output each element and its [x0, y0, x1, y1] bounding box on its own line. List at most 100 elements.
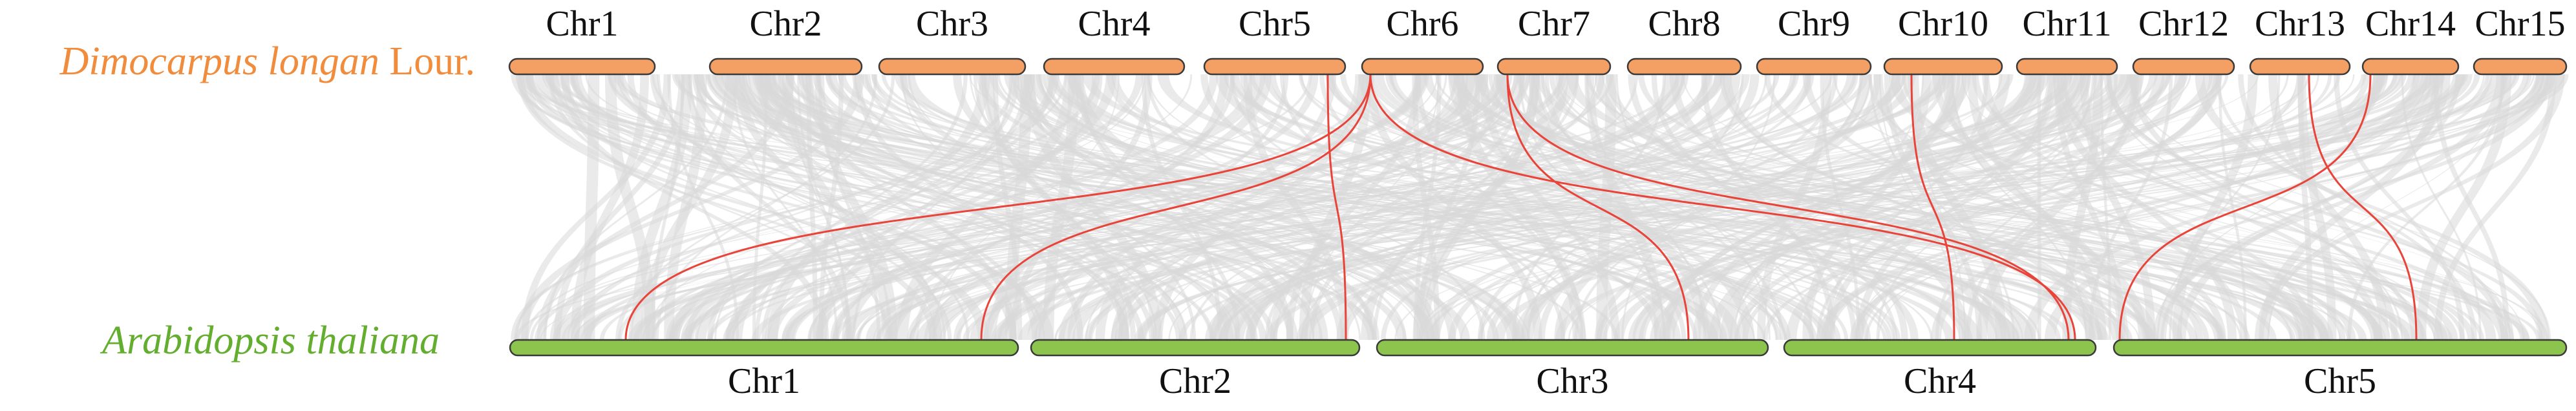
background-link: [2238, 74, 2477, 340]
background-link: [571, 74, 1407, 340]
background-link: [1085, 74, 1515, 340]
background-link: [852, 74, 1012, 340]
background-link: [1661, 74, 1961, 340]
background-link: [871, 74, 2305, 340]
background-link: [1106, 74, 1791, 340]
background-link: [986, 74, 1229, 340]
background-link: [807, 74, 1613, 340]
top-chr5-bar: [1203, 58, 1347, 76]
background-link: [569, 74, 1215, 340]
top-chr15-bar: [2473, 58, 2568, 76]
background-link: [518, 74, 2530, 340]
highlight-link-top-chr13-to-bottom-chr5: [2308, 74, 2418, 341]
background-link: [2416, 74, 2512, 340]
background-link: [808, 74, 1526, 340]
background-link: [884, 74, 2229, 340]
top-chr8-bar: [1626, 58, 1742, 76]
background-link: [754, 74, 1817, 340]
top-chr9-label: Chr9: [1778, 4, 1850, 44]
top-chr11-label: Chr11: [2023, 4, 2112, 44]
background-link: [1279, 74, 1565, 340]
background-link: [646, 74, 1146, 340]
top-chr10-bar: [1883, 58, 2003, 76]
background-link: [1878, 74, 2428, 340]
background-link: [904, 74, 1981, 340]
background-link: [514, 74, 1067, 340]
background-link: [765, 74, 1323, 340]
background-link: [2268, 74, 2389, 340]
background-link: [529, 74, 1506, 340]
background-link: [1628, 74, 2420, 340]
background-link: [573, 74, 2564, 340]
background-link: [681, 74, 1505, 340]
background-link: [655, 74, 877, 340]
background-link: [2259, 74, 2443, 340]
background-link: [1069, 74, 1435, 340]
background-link: [1215, 74, 2034, 340]
top-chr14-bar: [2361, 58, 2460, 76]
background-link: [1111, 74, 1685, 340]
background-link: [907, 74, 1750, 340]
background-link: [1594, 74, 2102, 340]
species-top-label: Dimocarpus longan Lour.: [59, 39, 475, 83]
background-link: [1067, 74, 1337, 340]
top-chr12-bar: [2132, 58, 2235, 76]
background-link: [1930, 74, 2383, 340]
background-link: [928, 74, 1447, 340]
background-link: [973, 74, 1197, 340]
background-link: [970, 74, 1858, 340]
background-link: [1632, 74, 2165, 340]
background-link: [797, 74, 849, 340]
background-link: [1390, 74, 2341, 340]
background-link: [1365, 74, 2011, 340]
background-link: [2267, 74, 2505, 340]
background-link: [864, 74, 1521, 340]
highlight-link-top-chr7-to-bottom-chr4: [1506, 74, 2070, 341]
background-link: [876, 74, 2517, 340]
background-link: [1044, 74, 1698, 340]
background-link: [1734, 74, 2222, 340]
background-link: [693, 74, 1841, 340]
background-link: [1757, 74, 1832, 340]
background-link: [2129, 74, 2398, 340]
background-link: [1735, 74, 2464, 340]
background-link: [1016, 74, 1376, 340]
background-link: [1299, 74, 2440, 340]
background-link: [1889, 74, 2496, 340]
background-link: [761, 74, 2109, 340]
top-chr6-bar: [1361, 58, 1484, 76]
background-link: [1095, 74, 1365, 340]
background-link: [963, 74, 2569, 340]
background-link: [1719, 74, 2102, 340]
background-link: [843, 74, 2126, 340]
background-link: [560, 74, 1181, 340]
background-link: [1077, 74, 1440, 340]
background-link: [2432, 74, 2511, 340]
background-link: [798, 74, 2061, 340]
background-link: [515, 74, 1378, 340]
top-chr10-label: Chr10: [1898, 4, 1988, 44]
background-link: [969, 74, 1314, 340]
background-link: [2052, 74, 2237, 340]
background-link: [1456, 74, 1583, 340]
highlight-link-top-chr7-to-bottom-chr3: [1506, 74, 1690, 341]
highlight-link-top-chr6-to-bottom-chr4: [1369, 74, 2076, 341]
bottom-chr3-bar: [1376, 339, 1769, 357]
background-link: [1435, 74, 2549, 340]
background-link: [560, 74, 829, 340]
background-link: [565, 74, 952, 340]
background-link: [758, 74, 2015, 340]
background-link: [956, 74, 2310, 340]
background-link: [738, 74, 1130, 340]
background-link: [736, 74, 1955, 340]
background-link: [1873, 74, 2148, 340]
highlight-links: [624, 74, 2418, 341]
background-link: [1246, 74, 1741, 340]
background-link: [2215, 74, 2506, 340]
background-link: [1615, 74, 1771, 340]
background-link: [752, 74, 1723, 340]
bottom-chr1-label: Chr1: [728, 361, 800, 401]
background-link: [707, 74, 1055, 340]
top-chr2-bar: [708, 58, 863, 76]
